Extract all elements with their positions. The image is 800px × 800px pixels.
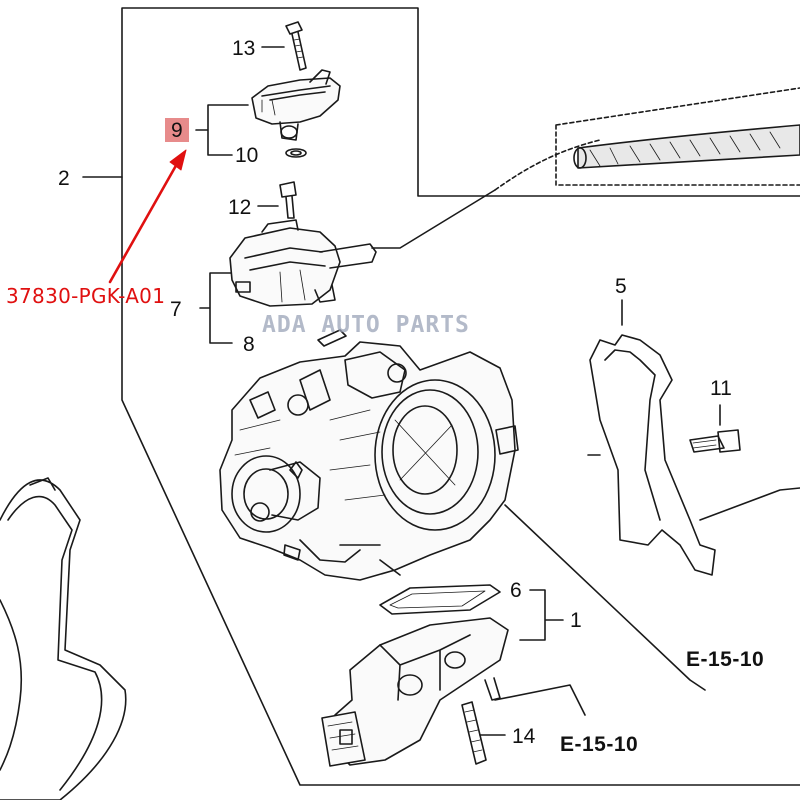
callout-2: 2 xyxy=(58,167,70,190)
throttle-body xyxy=(219,341,519,581)
assembly-frame xyxy=(121,7,800,786)
valve-part-7 xyxy=(229,219,377,307)
part-number-annotation: 37830-PGK-A01 xyxy=(6,284,166,308)
left-cover-part xyxy=(0,477,127,800)
sensor-part-9 xyxy=(251,69,341,141)
reference-label-2: E-15-10 xyxy=(560,733,639,756)
screw-14 xyxy=(461,701,487,765)
sensor-part-1 xyxy=(321,617,509,767)
bolt-13 xyxy=(285,21,307,71)
callout-8: 8 xyxy=(243,333,255,356)
oring-10 xyxy=(285,148,307,158)
callout-9-highlight xyxy=(165,118,189,142)
hose-dashed-outline xyxy=(555,87,800,186)
callout-11: 11 xyxy=(710,377,732,400)
leader-6-bracket xyxy=(519,589,564,641)
callout-9: 9 xyxy=(171,119,183,142)
callout-5: 5 xyxy=(615,275,627,298)
callout-6: 6 xyxy=(510,579,522,602)
bolt-11 xyxy=(689,429,741,453)
intake-hose xyxy=(573,124,800,169)
callout-1: 1 xyxy=(570,609,582,632)
watermark-text: ADA AUTO PARTS xyxy=(262,312,470,338)
leader-hose xyxy=(371,189,496,249)
oring-8 xyxy=(317,329,347,347)
gasket-6 xyxy=(379,584,501,615)
callout-10: 10 xyxy=(235,144,259,167)
leader-ref-1 xyxy=(504,504,706,691)
red-arrow xyxy=(108,149,187,284)
hose-dashed-line xyxy=(494,139,601,191)
leader-9-bracket xyxy=(195,104,249,156)
callout-7: 7 xyxy=(170,298,182,321)
leader-7-bracket xyxy=(199,272,233,344)
callout-14: 14 xyxy=(512,725,536,748)
leader-ref-2 xyxy=(494,684,586,716)
bracket-part-5 xyxy=(587,334,800,576)
callout-13: 13 xyxy=(232,37,256,60)
callout-12: 12 xyxy=(228,196,252,219)
bolt-12 xyxy=(279,181,297,219)
reference-label-1: E-15-10 xyxy=(686,648,765,671)
